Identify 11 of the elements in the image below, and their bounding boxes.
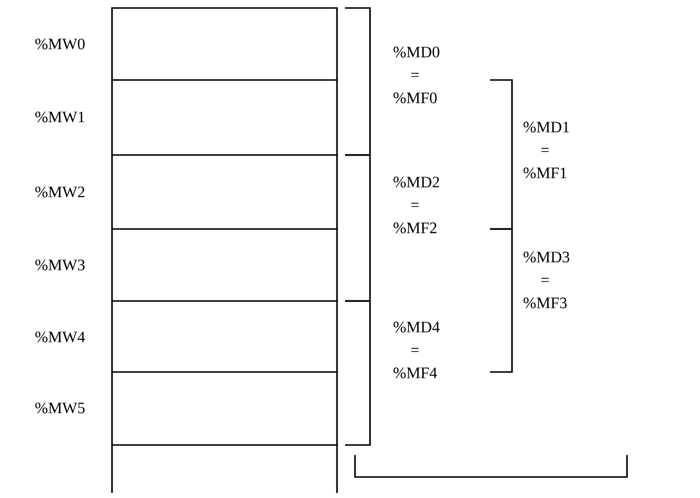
register-label: %MD1 = %MF1 bbox=[524, 122, 569, 178]
register-label: %MD3 = %MF3 bbox=[524, 252, 570, 308]
register-label: %MW1 bbox=[35, 112, 84, 122]
register-label: %MW2 bbox=[35, 186, 84, 198]
register-label: %MW3 bbox=[35, 260, 85, 270]
register-label: %MW0 bbox=[35, 38, 85, 50]
register-label: %MD0 = %MF0 bbox=[394, 46, 440, 104]
register-label: %MW4 bbox=[35, 332, 85, 342]
register-label: %MW5 bbox=[35, 402, 85, 414]
register-label: %MD2 = %MF2 bbox=[394, 176, 440, 234]
register-label: %MD4 = %MF4 bbox=[394, 322, 440, 378]
